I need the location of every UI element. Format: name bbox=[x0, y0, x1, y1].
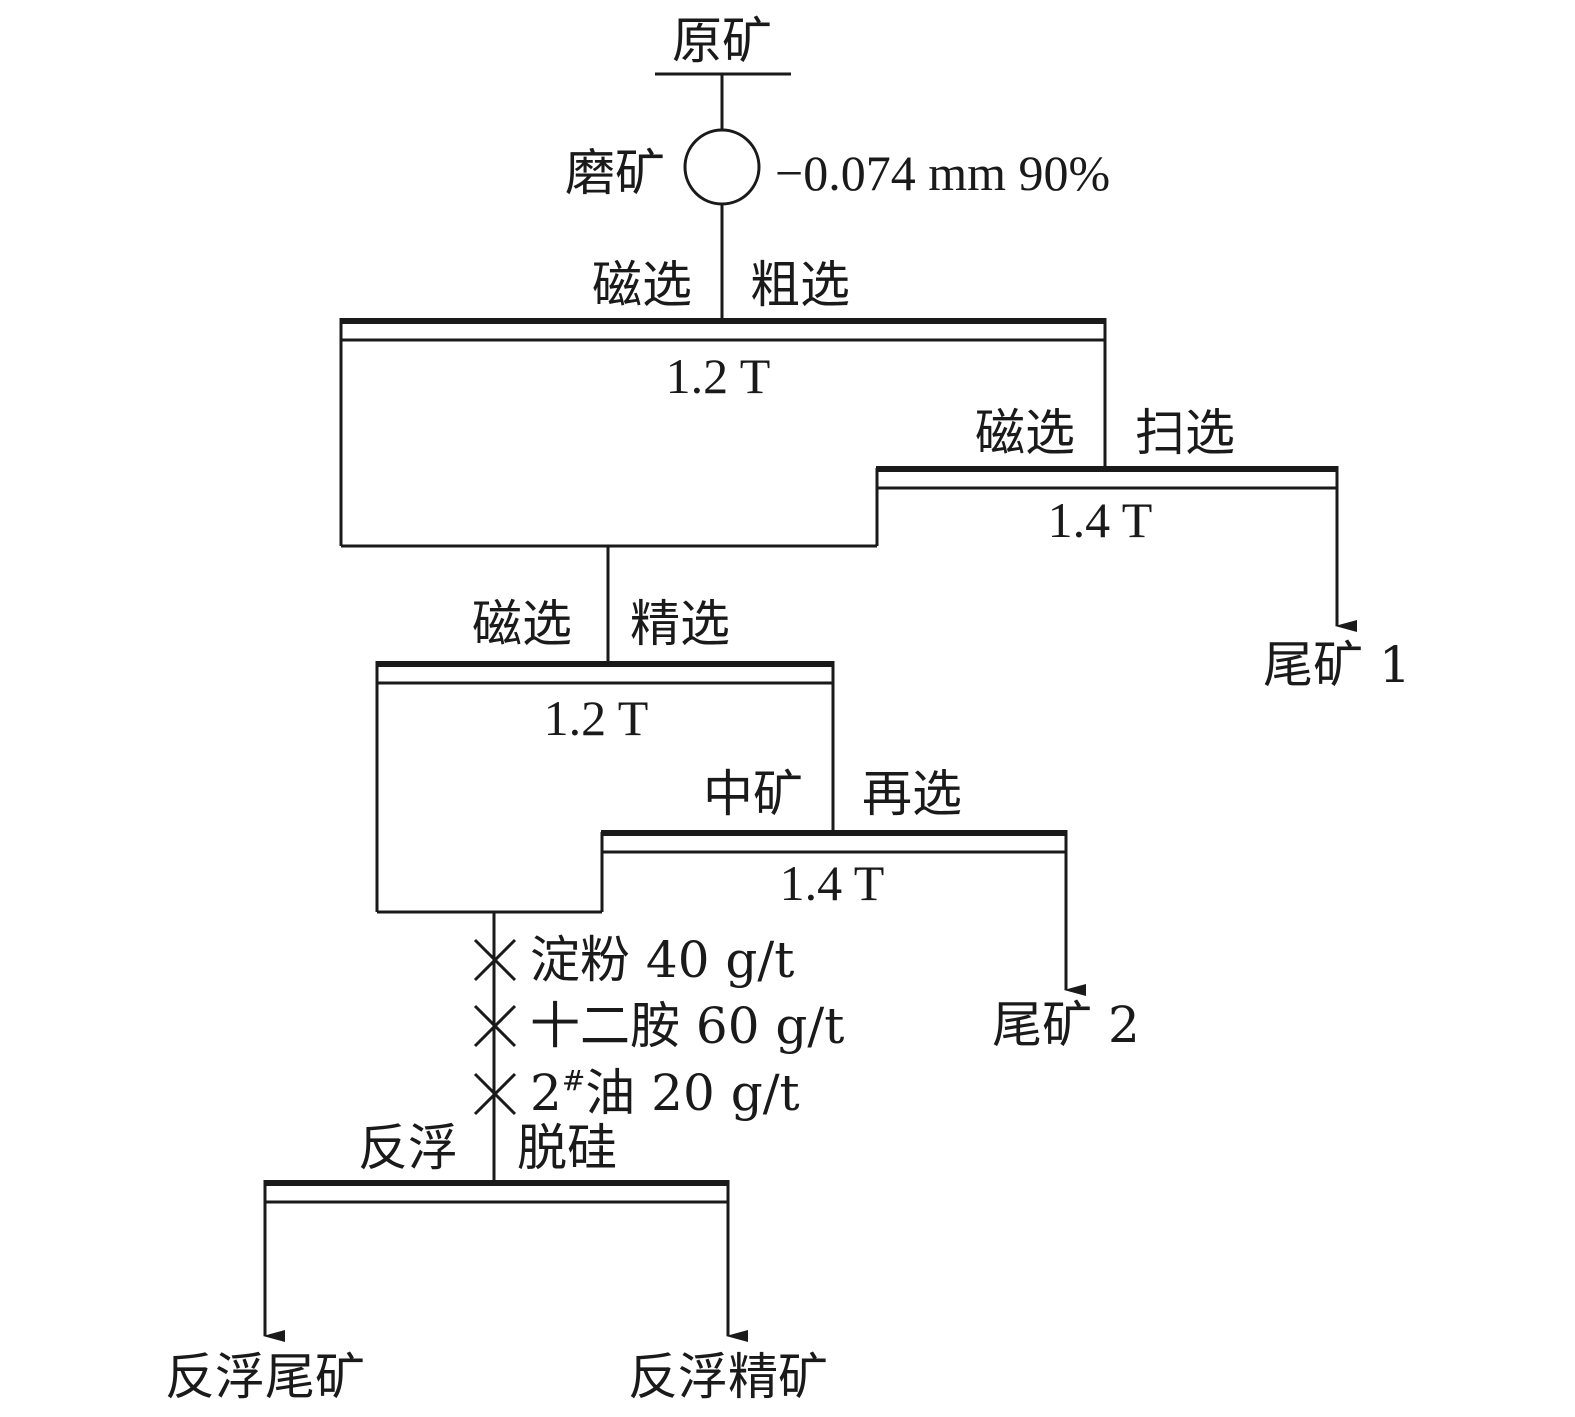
scavenger-field: 1.4 T bbox=[1048, 492, 1153, 548]
reagent-3-sup: # bbox=[562, 1064, 585, 1097]
tailings2-label: 尾矿 2 bbox=[992, 996, 1140, 1054]
rougher-field: 1.2 T bbox=[666, 348, 771, 404]
flotation-tailings-label: 反浮尾矿 bbox=[165, 1348, 365, 1406]
scavenger-bar bbox=[876, 466, 1338, 472]
grinding-spec: −0.074 mm 90% bbox=[775, 145, 1110, 201]
cleaner-label-left: 磁选 bbox=[472, 595, 572, 653]
grinding-label: 磨矿 bbox=[565, 144, 665, 202]
flotation-label-left: 反浮 bbox=[358, 1119, 458, 1177]
flotation-bar bbox=[264, 1180, 729, 1186]
reagent-2-label: 十二胺 60 g/t bbox=[530, 997, 844, 1055]
scavenger-label-right: 扫选 bbox=[1135, 404, 1235, 462]
reagent-3-label: 2#油 20 g/t bbox=[530, 1064, 800, 1122]
rougher-label-left: 磁选 bbox=[592, 256, 692, 314]
reagent-3-text: 油 20 g/t bbox=[585, 1064, 799, 1122]
reagent-3: 2#油 20 g/t bbox=[473, 1064, 800, 1122]
reagent-1-cross-icon bbox=[473, 938, 517, 982]
reagent-2-cross-icon bbox=[473, 1004, 517, 1048]
reagent-1-label: 淀粉 40 g/t bbox=[530, 931, 794, 989]
middling-label-left: 中矿 bbox=[703, 765, 803, 823]
flotation-label-right: 脱硅 bbox=[517, 1119, 617, 1177]
rougher-label-right: 粗选 bbox=[750, 256, 850, 314]
cleaner-label-right: 精选 bbox=[630, 595, 730, 653]
rougher-bar bbox=[340, 318, 1106, 324]
feed-label: 原矿 bbox=[672, 12, 772, 70]
grinding-mill-icon bbox=[683, 128, 761, 206]
reagent-1: 淀粉 40 g/t bbox=[473, 931, 794, 989]
flotation-concentrate-label: 反浮精矿 bbox=[628, 1348, 828, 1406]
reagent-3-cross-icon bbox=[473, 1072, 517, 1116]
middling-bar bbox=[601, 830, 1067, 836]
reagent-2: 十二胺 60 g/t bbox=[473, 997, 844, 1055]
tailings1-label: 尾矿 1 bbox=[1263, 636, 1411, 694]
scavenger-label-left: 磁选 bbox=[975, 404, 1075, 462]
middling-label-right: 再选 bbox=[862, 765, 962, 823]
cleaner-bar bbox=[376, 661, 834, 667]
reagent-3-prefix: 2 bbox=[530, 1064, 562, 1122]
middling-field: 1.4 T bbox=[780, 855, 885, 911]
cleaner-field: 1.2 T bbox=[544, 690, 649, 746]
